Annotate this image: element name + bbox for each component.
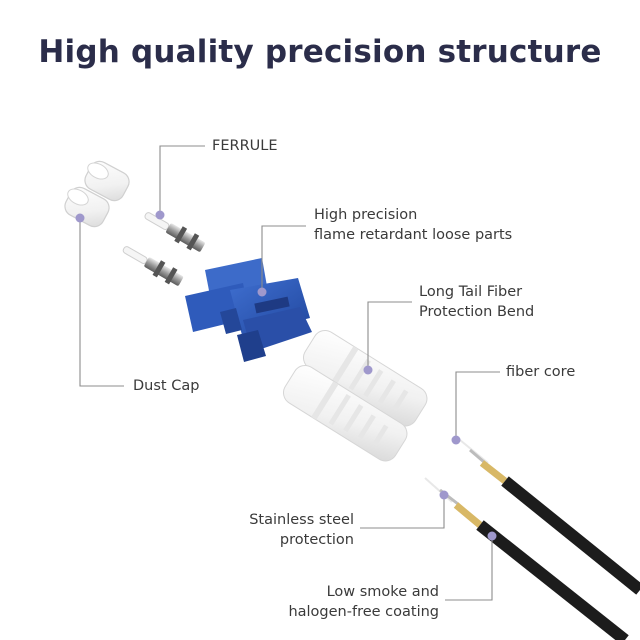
- boot-text-2: Protection Bend: [419, 302, 534, 322]
- ferrule-text: FERRULE: [212, 136, 278, 156]
- fiber-core-text: fiber core: [506, 362, 575, 382]
- dot-fiber-core: [452, 436, 461, 445]
- cable-upper: [460, 440, 640, 590]
- label-coating: Low smoke and halogen-free coating: [288, 582, 439, 622]
- coating-text-1: Low smoke and: [288, 582, 439, 602]
- dot-boot: [364, 366, 373, 375]
- leader-fiber-core: [456, 372, 500, 440]
- coating-text-2: halogen-free coating: [288, 602, 439, 622]
- label-boot: Long Tail Fiber Protection Bend: [419, 282, 534, 322]
- leader-ferrule: [160, 146, 205, 215]
- lc-connector-body: [185, 258, 312, 362]
- ferrule-lower: [120, 241, 186, 289]
- loose-parts-text-1: High precision: [314, 205, 512, 225]
- label-loose-parts: High precision flame retardant loose par…: [314, 205, 512, 245]
- steel-text-2: protection: [249, 530, 354, 550]
- leader-dust-cap: [80, 218, 124, 386]
- leader-loose-parts: [262, 226, 306, 290]
- label-dust-cap: Dust Cap: [133, 376, 199, 396]
- dot-ferrule: [156, 211, 165, 220]
- label-fiber-core: fiber core: [506, 362, 575, 382]
- ferrule-upper: [141, 207, 207, 255]
- loose-parts-text-2: flame retardant loose parts: [314, 225, 512, 245]
- leader-coating: [445, 536, 492, 600]
- dot-dust-cap: [76, 214, 85, 223]
- dot-loose-parts: [258, 288, 267, 297]
- label-ferrule: FERRULE: [212, 136, 278, 156]
- boot-text-1: Long Tail Fiber: [419, 282, 534, 302]
- dot-steel: [440, 491, 449, 500]
- dot-coating: [488, 532, 497, 541]
- steel-text-1: Stainless steel: [249, 510, 354, 530]
- leader-steel: [360, 495, 444, 528]
- label-steel: Stainless steel protection: [249, 510, 354, 550]
- dust-cap-text: Dust Cap: [133, 376, 199, 396]
